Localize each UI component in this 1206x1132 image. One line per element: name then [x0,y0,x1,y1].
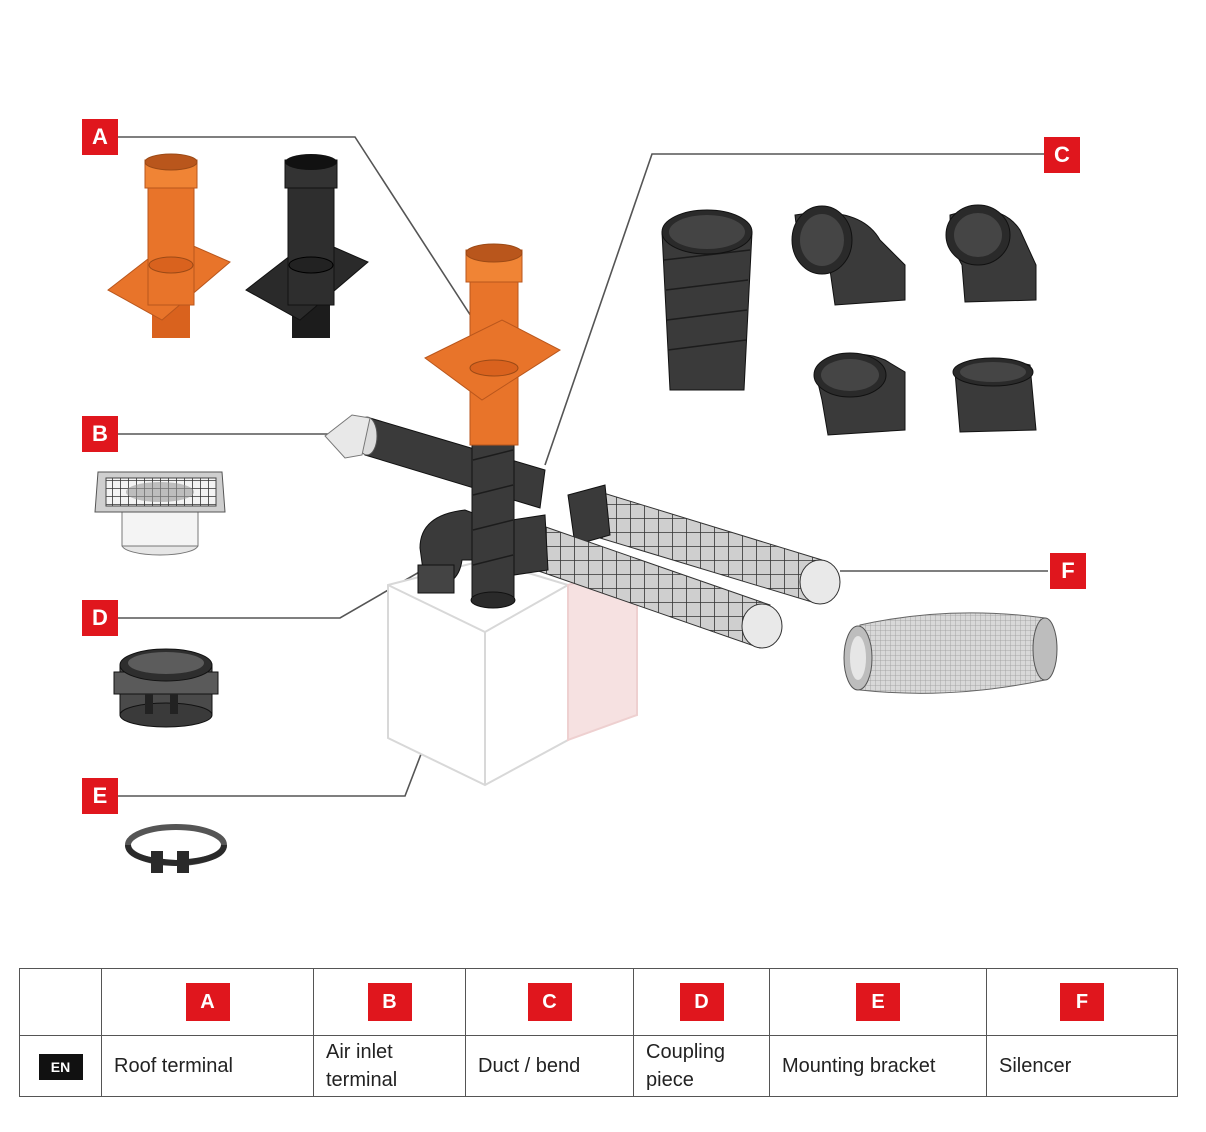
legend-label-f: Silencer [986,1035,1178,1097]
callout-a: A [82,119,118,155]
roof-terminal-black-icon [245,154,369,338]
callout-f: F [1050,553,1086,589]
roof-terminal-orange-icon [107,153,231,338]
callout-c: C [1044,137,1080,173]
callout-d: D [82,600,118,636]
coupling-piece-icon [113,648,219,728]
legend-tag-a: A [185,983,230,1021]
insulated-duct-lower-icon [511,514,783,649]
mounting-bracket-icon [125,824,227,873]
callout-e: E [82,778,118,814]
legend-label-c: Duct / bend [465,1035,634,1097]
legend-label-b: Air inlet terminal [313,1035,466,1097]
leader-lines [118,136,1048,797]
bend-90-icon [791,205,906,306]
duct-straight-icon [661,209,753,391]
legend-table: A B C D E F EN Roof terminal Air inlet t… [19,968,1178,1097]
bend-45-icon [945,204,1037,303]
legend-tag-c: C [527,983,572,1021]
silencer-icon [843,612,1058,694]
legend-tag-f: F [1060,983,1104,1021]
legend-tag-b: B [367,983,412,1021]
legend-label-d: Coupling piece [633,1035,770,1097]
roof-terminal-installed-icon [424,243,561,446]
legend-label-a: Roof terminal [101,1035,314,1097]
legend-label-e: Mounting bracket [769,1035,987,1097]
legend-tag-d: D [679,983,724,1021]
coupling-bend-icon [417,509,479,594]
air-inlet-grille-icon [94,471,226,556]
ventilation-system-diagram [94,136,1058,873]
insulated-duct-upper-icon [567,484,841,605]
legend-tag-e: E [856,983,900,1021]
bend-30-icon [813,352,906,436]
legend-corner-cell [19,968,102,1036]
leader-line-a [118,136,481,331]
language-badge: EN [38,1054,83,1080]
leader-line-c [544,153,1044,466]
bend-15-icon [952,357,1037,433]
legend-header-row: A B C D E F [19,968,1178,1036]
legend-label-row: EN Roof terminal Air inlet terminal Duct… [19,1035,1178,1097]
central-assembly [324,243,841,787]
ventilation-unit-icon [387,558,638,787]
callout-b: B [82,416,118,452]
